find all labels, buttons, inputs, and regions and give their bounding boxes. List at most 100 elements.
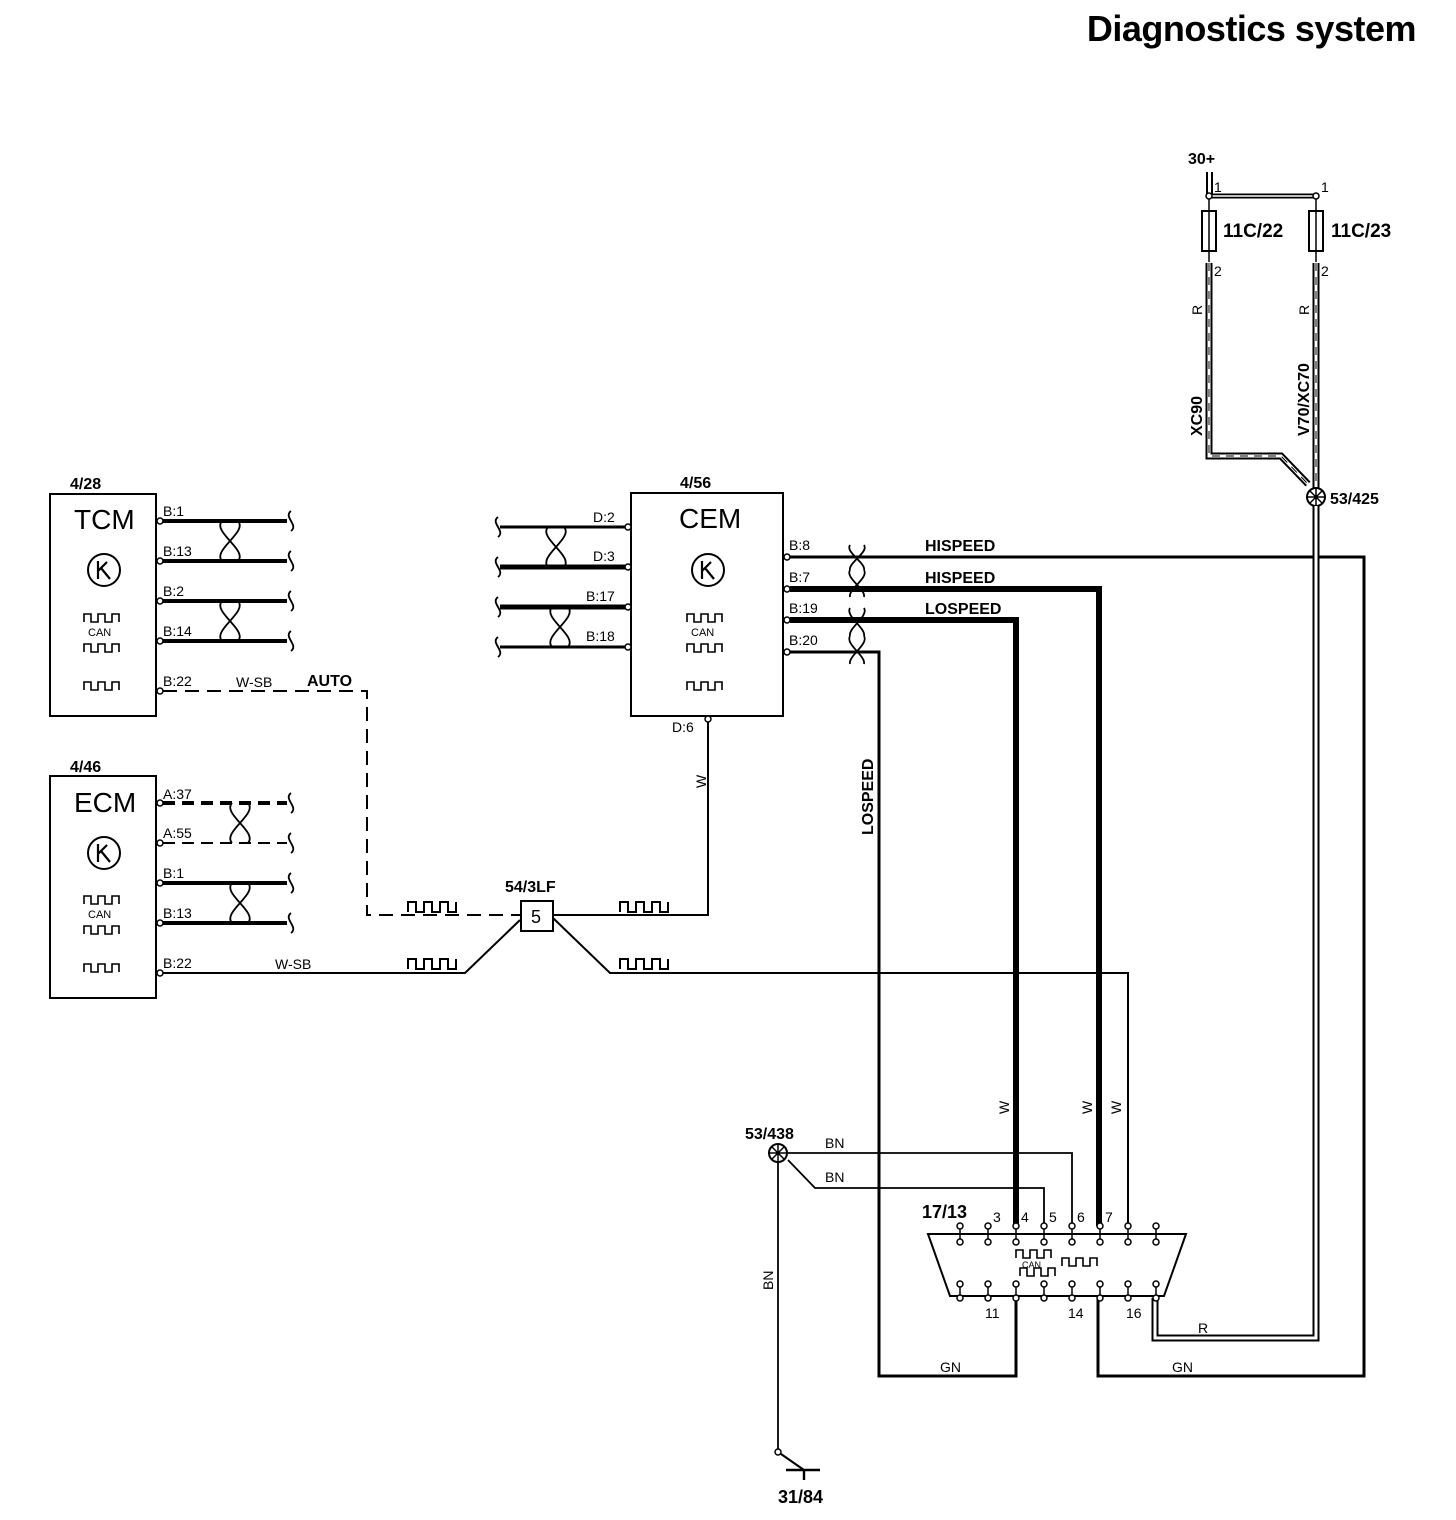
wire-color-label: BN xyxy=(825,1169,844,1185)
cem-controller-icon xyxy=(691,553,725,587)
cem-module: 4/56 CEM CAN D:2 D:3 B:17 B:18 B:8 B:7 B… xyxy=(494,475,818,735)
wire-color-label: W xyxy=(693,774,709,788)
tcm-pin-label: B:14 xyxy=(163,623,192,639)
wire-color-label: W xyxy=(996,1100,1012,1114)
wire-color-label: R xyxy=(1198,1320,1208,1336)
variant-label-xc90: XC90 xyxy=(1189,396,1206,436)
cem-pin-label: B:19 xyxy=(789,600,818,616)
fuse-icon xyxy=(1201,199,1217,262)
splice-id: 53/438 xyxy=(745,1126,794,1143)
signal-square-icon xyxy=(619,901,669,913)
wire-lospeed-b20: LOSPEED GN xyxy=(790,650,1018,1378)
junction-number: 5 xyxy=(531,907,541,927)
cem-pin-label: B:17 xyxy=(586,588,615,604)
tcm-box xyxy=(49,493,157,717)
cem-id: 4/56 xyxy=(680,475,711,492)
wire-color-label: BN xyxy=(760,1271,776,1290)
wire-color-label: W-SB xyxy=(236,674,272,690)
cem-can-icon: CAN xyxy=(686,613,723,653)
fuse-pin-label: 2 xyxy=(1214,263,1222,279)
tcm-can-wires xyxy=(163,519,287,643)
dlc-pin-label: 11 xyxy=(985,1305,1000,1321)
ecm-pin-label: B:22 xyxy=(163,955,192,971)
cem-pin-label: D:6 xyxy=(672,719,694,735)
cem-can-label: CAN xyxy=(691,627,714,639)
ecm-pin-label: B:1 xyxy=(163,865,184,881)
tcm-pin-label: B:13 xyxy=(163,543,192,559)
fuse-id: 11C/23 xyxy=(1331,221,1391,242)
wire-color-label: R xyxy=(1296,305,1312,315)
dlc-pin-label: 7 xyxy=(1105,1209,1113,1225)
splice-id: 53/425 xyxy=(1330,491,1379,508)
wire-color-label: R xyxy=(1189,305,1205,315)
wire-hispeed-b8: HISPEED GN xyxy=(790,538,1366,1378)
tcm-can-icon: CAN xyxy=(83,613,120,653)
power-supply-section: 30+ 1 1 2 2 11C/22 11C/23 R xyxy=(1151,151,1391,1342)
tcm-controller-icon xyxy=(87,553,121,587)
ecm-pin-label: B:13 xyxy=(163,905,192,921)
ecm-id: 4/46 xyxy=(70,759,101,776)
tcm-pin-label: B:1 xyxy=(163,503,184,519)
dlc-can-icon: CAN xyxy=(1015,1249,1056,1277)
cem-pin-label: B:7 xyxy=(789,569,810,585)
dlc-pin-label: 4 xyxy=(1021,1209,1029,1225)
fuse-pin-label: 2 xyxy=(1321,263,1329,279)
signal-label-lospeed: LOSPEED xyxy=(925,601,1001,618)
wire-ecm-b22: W-SB xyxy=(163,919,521,974)
tcm-name: TCM xyxy=(74,504,135,535)
dlc-pin-label: 3 xyxy=(993,1209,1001,1225)
ground-icon xyxy=(780,1453,820,1480)
tcm-can-label: CAN xyxy=(88,627,111,639)
dlc-pin-label: 14 xyxy=(1068,1305,1084,1321)
ecm-pwm-icon xyxy=(83,963,120,973)
ecm-box xyxy=(49,775,157,999)
ecm-pin-label: A:37 xyxy=(163,786,192,802)
dlc-id: 17/13 xyxy=(922,1202,967,1222)
ground-section: 53/438 BN BN BN 31/84 xyxy=(745,1126,1073,1507)
junction-54-3lf: 54/3LF 5 xyxy=(505,879,556,932)
cem-pwm-icon xyxy=(686,681,723,691)
wire-junction-cem: W xyxy=(553,722,709,916)
tcm-pwm-icon xyxy=(83,681,120,691)
wire-junction-dlc xyxy=(552,917,1129,1226)
tcm-id: 4/28 xyxy=(70,476,101,493)
wire-color-label: GN xyxy=(940,1359,961,1375)
dlc-can-label: CAN xyxy=(1022,1260,1041,1270)
cem-pin-label: B:20 xyxy=(789,632,818,648)
wire-color-label: W-SB xyxy=(275,956,311,972)
splice-icon xyxy=(768,1143,788,1163)
dlc-pwm-icon xyxy=(1061,1257,1098,1267)
dlc-pin-label: 5 xyxy=(1049,1209,1057,1225)
cem-pin-label: B:18 xyxy=(586,628,615,644)
signal-label-lospeed: LOSPEED xyxy=(860,759,877,835)
tcm-pin-label: B:2 xyxy=(163,583,184,599)
tcm-twist-icons xyxy=(219,520,241,642)
cem-twist-icons xyxy=(545,526,571,648)
fuse-pin-label: 1 xyxy=(1321,179,1329,195)
supply-label: 30+ xyxy=(1188,151,1215,168)
cem-pin-label: D:2 xyxy=(593,509,615,525)
ecm-can-icon: CAN xyxy=(83,895,120,935)
ecm-module: 4/46 ECM CAN A:37 A:55 B:1 B:13 B:22 xyxy=(49,759,295,999)
tcm-wire-breaks xyxy=(287,510,295,652)
splice-icon xyxy=(1306,487,1326,507)
ecm-controller-icon xyxy=(87,836,121,870)
cem-pin-label: B:8 xyxy=(789,537,810,553)
signal-label-hispeed: HISPEED xyxy=(925,538,995,555)
ecm-can-wires xyxy=(163,801,287,925)
signal-label-hispeed: HISPEED xyxy=(925,570,995,587)
tcm-module: 4/28 TCM CAN B:1 B:13 B:2 B:14 B:22 xyxy=(49,476,295,717)
ecm-pin-label: A:55 xyxy=(163,825,192,841)
dlc-body xyxy=(926,1233,1188,1297)
ecm-name: ECM xyxy=(74,787,136,818)
page-title: Diagnostics system xyxy=(1086,8,1417,49)
tcm-pin-label: B:22 xyxy=(163,673,192,689)
variant-label-v70-xc70: V70/XC70 xyxy=(1296,363,1313,436)
wire-color-label: GN xyxy=(1172,1359,1193,1375)
ground-id: 31/84 xyxy=(778,1487,823,1507)
signal-square-icon xyxy=(619,958,669,970)
wire-color-label: BN xyxy=(825,1135,844,1151)
fuse-pin-label: 1 xyxy=(1214,179,1222,195)
ecm-twist-icons xyxy=(229,802,251,924)
